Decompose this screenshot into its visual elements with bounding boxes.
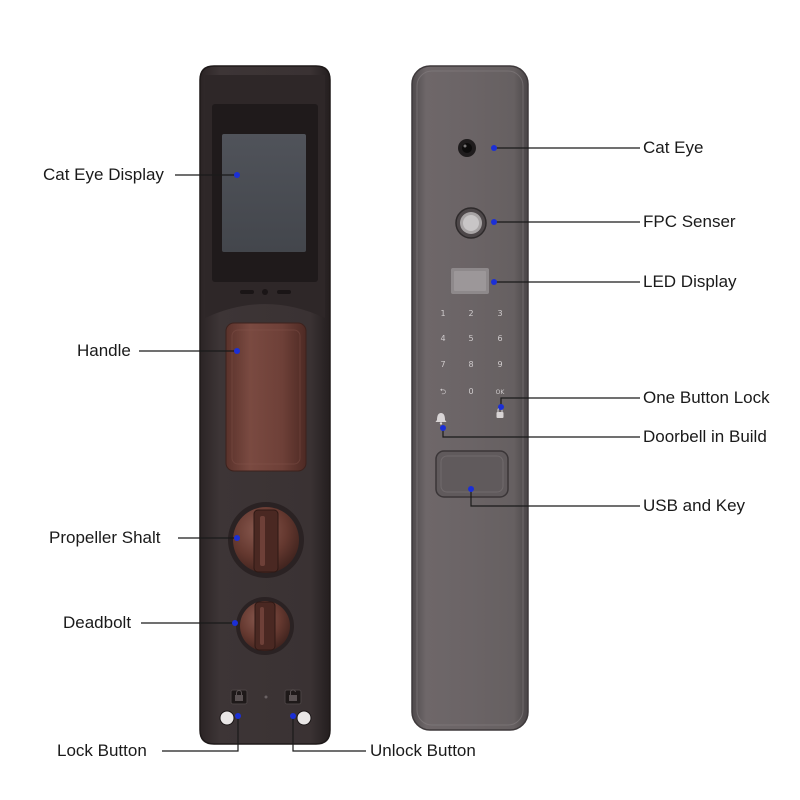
dot-one-button-lock bbox=[498, 404, 504, 410]
keypad-key-9[interactable]: 9 bbox=[497, 360, 502, 369]
dot-deadbolt bbox=[232, 620, 238, 626]
label-one-button-lock: One Button Lock bbox=[643, 388, 770, 407]
unlock-button[interactable] bbox=[284, 689, 302, 705]
keypad-key-7[interactable]: 7 bbox=[440, 360, 445, 369]
inner-panel bbox=[199, 65, 331, 745]
dot-handle bbox=[234, 348, 240, 354]
keypad-key-5[interactable]: 5 bbox=[468, 334, 473, 343]
deadbolt-knob bbox=[236, 597, 294, 655]
propeller-shalt-knob bbox=[228, 502, 304, 578]
keypad-key-1[interactable]: 1 bbox=[440, 309, 445, 318]
label-cat-eye-display: Cat Eye Display bbox=[43, 165, 164, 184]
keypad-key-6[interactable]: 6 bbox=[497, 334, 502, 343]
label-usb-and-key: USB and Key bbox=[643, 496, 746, 515]
label-doorbell-in-build: Doorbell in Build bbox=[643, 427, 767, 446]
dot-cat-eye-display bbox=[234, 172, 240, 178]
dot-unlock-button bbox=[290, 713, 296, 719]
bell-icon[interactable] bbox=[435, 413, 447, 425]
dot-led-display bbox=[491, 279, 497, 285]
cat-eye-display-screen bbox=[222, 134, 306, 252]
keypad-key-0[interactable]: 0 bbox=[468, 387, 473, 396]
dot-doorbell bbox=[440, 425, 446, 431]
keypad-key-back[interactable]: ⮌ bbox=[440, 387, 446, 396]
keypad: 1 2 3 4 5 6 7 8 9 ⮌ 0 OK bbox=[440, 309, 506, 396]
dot-fpc-senser bbox=[491, 219, 497, 225]
label-fpc-senser: FPC Senser bbox=[643, 212, 736, 231]
dot-cat-eye bbox=[491, 145, 497, 151]
keypad-key-8[interactable]: 8 bbox=[468, 360, 473, 369]
dot-propeller-shalt bbox=[234, 535, 240, 541]
label-cat-eye: Cat Eye bbox=[643, 138, 704, 157]
label-propeller-shalt: Propeller Shalt bbox=[49, 528, 161, 547]
label-handle: Handle bbox=[77, 341, 131, 360]
keypad-key-4[interactable]: 4 bbox=[440, 334, 445, 343]
label-deadbolt: Deadbolt bbox=[63, 613, 132, 632]
keypad-key-3[interactable]: 3 bbox=[497, 309, 502, 318]
lock-closed-icon bbox=[235, 695, 243, 701]
label-led-display: LED Display bbox=[643, 272, 737, 291]
label-unlock-button: Unlock Button bbox=[370, 741, 476, 760]
keypad-key-2[interactable]: 2 bbox=[468, 309, 473, 318]
usb-and-key-cover[interactable] bbox=[435, 450, 509, 498]
lock-button[interactable] bbox=[230, 689, 248, 705]
fpc-sensor bbox=[455, 207, 487, 239]
dot-lock-button bbox=[235, 713, 241, 719]
lock-open-icon bbox=[289, 695, 297, 701]
keypad-key-ok[interactable]: OK bbox=[496, 389, 506, 396]
dot-usb-and-key bbox=[468, 486, 474, 492]
handle bbox=[225, 322, 307, 472]
cat-eye-camera bbox=[458, 139, 476, 157]
callout-dots bbox=[232, 145, 504, 719]
label-lock-button: Lock Button bbox=[57, 741, 147, 760]
outer-panel: 1 2 3 4 5 6 7 8 9 ⮌ 0 OK bbox=[411, 65, 529, 731]
